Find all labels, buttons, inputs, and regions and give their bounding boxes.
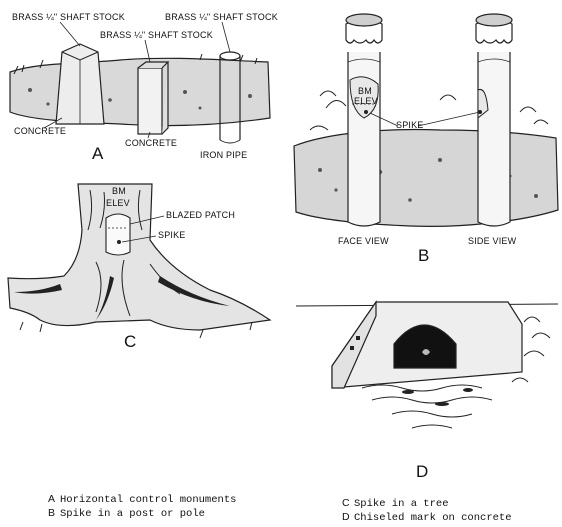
label-elev-tree: ELEV <box>106 198 130 208</box>
caption-c-text: Spike in a tree <box>354 498 449 510</box>
label-brass-shaft-stock-middle: BRASS ¼" SHAFT STOCK <box>100 30 213 40</box>
caption-d: D Chiseled mark on concrete <box>342 511 512 524</box>
label-concrete-left: CONCRETE <box>14 126 67 136</box>
panel-b-illustration <box>293 13 559 227</box>
panel-b-spike-in-post: BM ELEV SPIKE FACE VIEW SIDE VIEW B <box>290 0 562 270</box>
caption-a-letter: A <box>48 493 56 505</box>
label-bm-tree: BM <box>112 186 126 196</box>
label-iron-pipe: IRON PIPE <box>200 150 248 160</box>
panel-b-letter: B <box>418 246 430 265</box>
caption-d-text: Chiseled mark on concrete <box>354 512 512 524</box>
label-face-view: FACE VIEW <box>338 236 389 246</box>
label-concrete-middle: CONCRETE <box>125 138 178 148</box>
panel-c-spike-in-tree: BM ELEV BLAZED PATCH SPIKE C <box>0 180 285 410</box>
label-bm: BM <box>358 86 372 96</box>
label-side-view: SIDE VIEW <box>468 236 517 246</box>
caption-b-letter: B <box>48 507 56 519</box>
panel-d-illustration <box>295 300 559 429</box>
caption-b: B Spike in a post or pole <box>48 507 205 520</box>
panel-a-illustration <box>9 21 271 144</box>
caption-a-text: Horizontal control monuments <box>60 494 237 506</box>
label-brass-shaft-stock-right: BRASS ¼" SHAFT STOCK <box>165 12 278 22</box>
panel-c-letter: C <box>124 332 137 351</box>
label-elev: ELEV <box>354 96 378 106</box>
panel-c-illustration <box>7 183 272 339</box>
label-spike: SPIKE <box>396 120 424 130</box>
caption-c: C Spike in a tree <box>342 497 449 510</box>
label-blazed-patch: BLAZED PATCH <box>166 210 236 220</box>
caption-b-text: Spike in a post or pole <box>60 508 205 520</box>
label-spike-tree: SPIKE <box>158 230 186 240</box>
panel-a-letter: A <box>92 144 104 163</box>
caption-a: A Horizontal control monuments <box>48 493 236 506</box>
label-brass-shaft-stock-left: BRASS ¼" SHAFT STOCK <box>12 12 125 22</box>
panel-d-letter: D <box>416 462 429 481</box>
panel-a-horizontal-control-monuments: BRASS ¼" SHAFT STOCK BRASS ¼" SHAFT STOC… <box>0 0 280 170</box>
caption-d-letter: D <box>342 511 350 523</box>
caption-c-letter: C <box>342 497 350 509</box>
panel-d-chiseled-mark-on-concrete: D <box>292 292 562 490</box>
